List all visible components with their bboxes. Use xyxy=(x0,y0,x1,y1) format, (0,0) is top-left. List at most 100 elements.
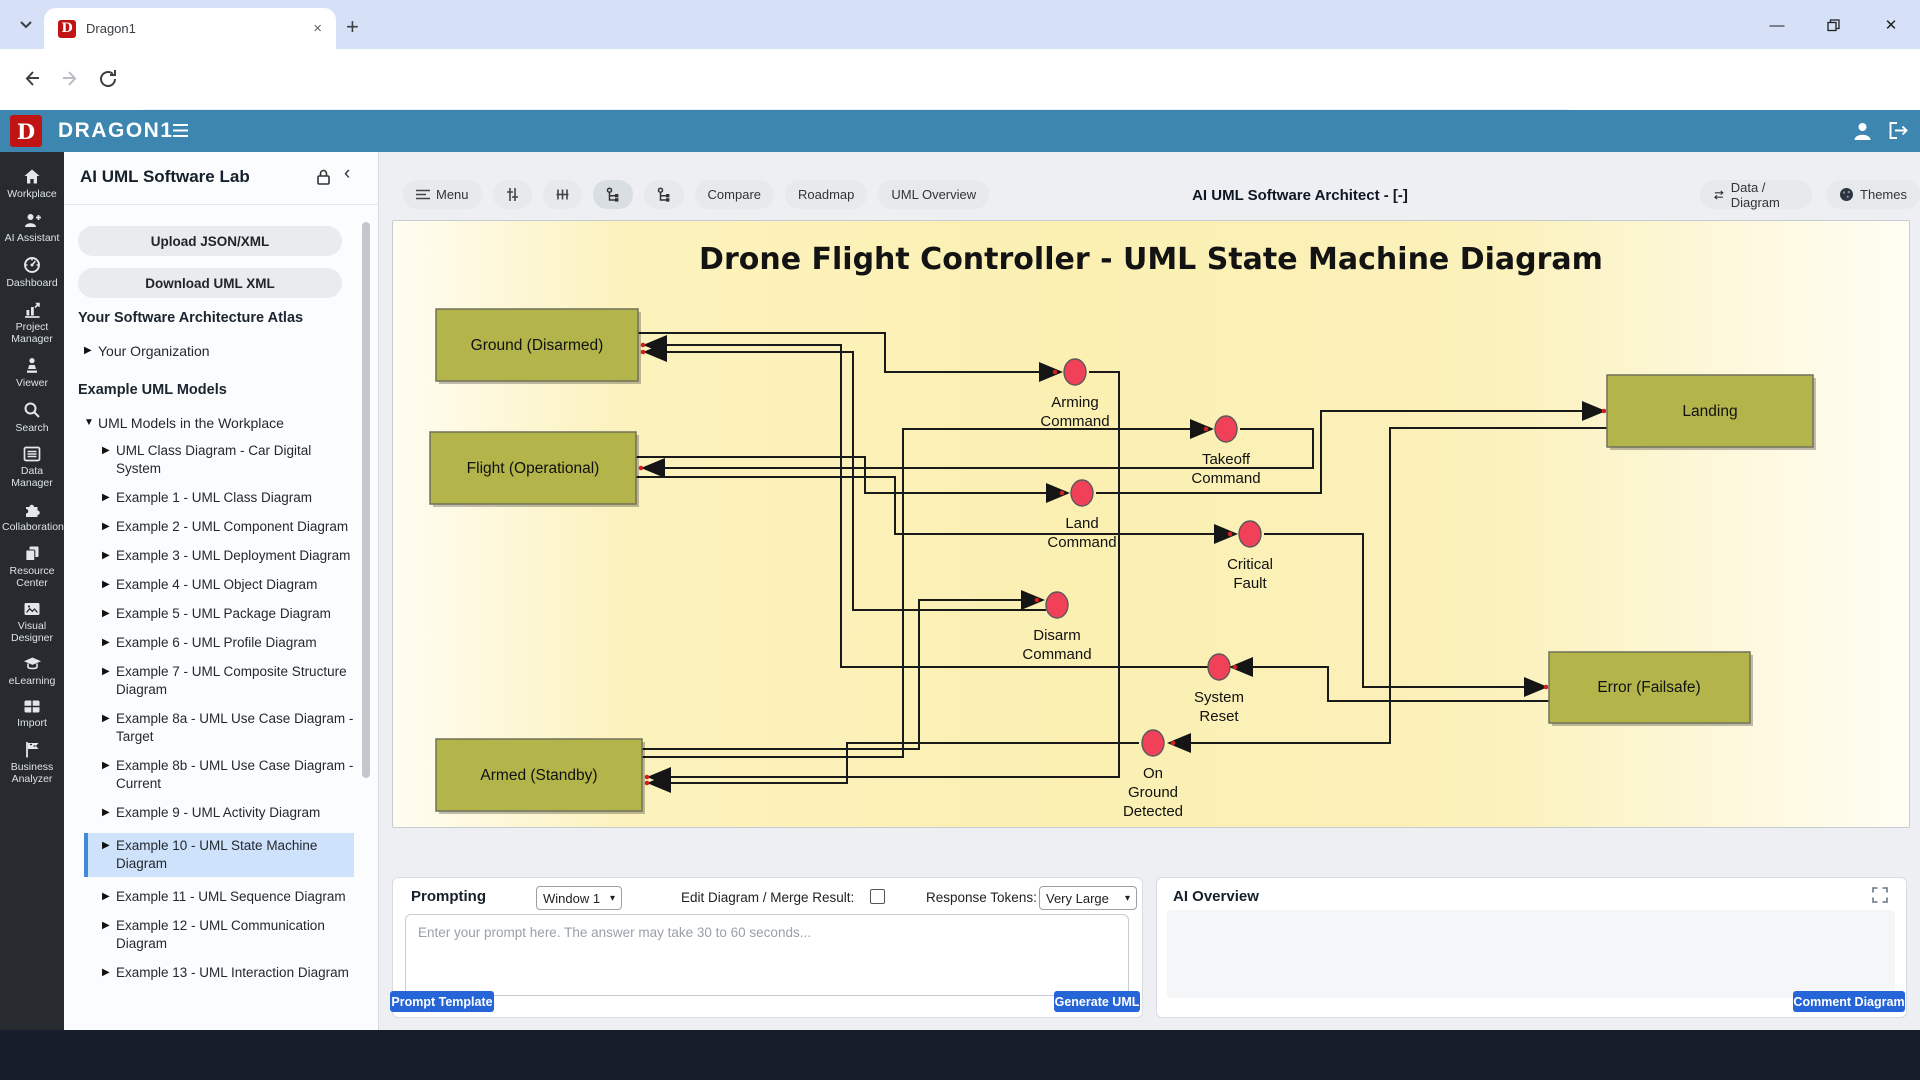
sidebar-item-viewer[interactable]: Viewer xyxy=(16,357,48,389)
expand-arrow-icon[interactable]: ▶ xyxy=(102,579,110,590)
compare-button[interactable]: Compare xyxy=(694,180,774,209)
diagram-canvas[interactable]: Drone Flight Controller - UML State Mach… xyxy=(392,220,1910,828)
comment-diagram-button[interactable]: Comment Diagram xyxy=(1793,991,1905,1012)
dragon1-logo[interactable]: D xyxy=(10,115,42,147)
data-diagram-button[interactable]: Data / Diagram xyxy=(1700,180,1813,210)
tab-close-icon[interactable]: × xyxy=(313,20,322,37)
menu-button[interactable]: Menu xyxy=(403,180,482,209)
tree-item[interactable]: ▶Example 11 - UML Sequence Diagram xyxy=(102,889,346,904)
expand-arrow-icon[interactable]: ▶ xyxy=(102,445,110,456)
event-takeoff-command[interactable] xyxy=(1214,415,1238,443)
download-uml-xml-button[interactable]: Download UML XML xyxy=(78,268,342,298)
expand-arrow-icon[interactable]: ▶ xyxy=(102,840,110,851)
sidebar-item-ai-assistant[interactable]: AI Assistant xyxy=(5,212,59,244)
expand-arrow-icon[interactable]: ▶ xyxy=(102,521,110,532)
dragon1-header: D DRAGON1 Upload Data in Viewer xyxy=(0,110,1920,256)
state-landing[interactable] xyxy=(1606,374,1814,448)
tree-layout-button[interactable] xyxy=(643,180,684,209)
panel-scrollbar[interactable] xyxy=(362,222,370,778)
generate-uml-button[interactable]: Generate UML xyxy=(1054,991,1140,1012)
forward-icon[interactable] xyxy=(58,67,82,96)
horizontal-sliders-button[interactable] xyxy=(542,180,582,209)
prompt-template-button[interactable]: Prompt Template xyxy=(390,991,494,1012)
expand-arrow-icon[interactable]: ▶ xyxy=(102,637,110,648)
tree-item[interactable]: ▶Example 8a - UML Use Case Diagram - Tar… xyxy=(102,711,354,744)
uml-overview-button[interactable]: UML Overview xyxy=(878,180,990,209)
edit-merge-checkbox[interactable] xyxy=(870,889,885,904)
event-system-reset[interactable] xyxy=(1207,653,1231,681)
vertical-sliders-button[interactable] xyxy=(492,180,532,209)
reload-icon[interactable] xyxy=(96,67,120,96)
tree-item-selected[interactable]: ▶Example 10 - UML State Machine Diagram xyxy=(84,833,354,877)
back-icon[interactable] xyxy=(20,67,44,96)
sidebar-item-project-manager[interactable]: Project Manager xyxy=(2,301,62,345)
logout-icon[interactable] xyxy=(1888,121,1909,145)
new-tab-button[interactable]: + xyxy=(346,14,359,39)
lock-icon[interactable] xyxy=(316,169,331,190)
state-flight-operational[interactable] xyxy=(429,431,637,505)
expand-arrow-icon[interactable]: ▶ xyxy=(102,967,110,978)
expand-arrow-icon[interactable]: ▶ xyxy=(102,807,110,818)
browser-tab[interactable]: D Dragon1 × xyxy=(44,8,336,49)
tree-item-your-organization[interactable]: ▶ Your Organization xyxy=(84,343,210,359)
sidebar-item-data-manager[interactable]: Data Manager xyxy=(2,446,62,489)
expand-arrow-icon[interactable]: ▶ xyxy=(102,608,110,619)
event-arming-command[interactable] xyxy=(1063,358,1087,386)
tree-item[interactable]: ▶Example 4 - UML Object Diagram xyxy=(102,577,318,592)
sidebar-item-workplace[interactable]: Workplace xyxy=(7,168,57,200)
themes-button[interactable]: Themes xyxy=(1826,180,1920,209)
event-critical-fault[interactable] xyxy=(1238,520,1262,548)
state-error-failsafe[interactable] xyxy=(1548,651,1751,724)
expand-arrow-icon[interactable]: ▶ xyxy=(84,345,92,356)
roadmap-button[interactable]: Roadmap xyxy=(785,180,868,209)
expand-icon[interactable] xyxy=(1871,886,1889,909)
state-armed-standby[interactable] xyxy=(435,738,643,812)
expand-arrow-icon[interactable]: ▶ xyxy=(102,920,110,931)
hamburger-menu-icon[interactable] xyxy=(172,123,189,143)
sidebar-item-collaboration[interactable]: Collaboration xyxy=(2,501,64,533)
tree-item[interactable]: ▶Example 13 - UML Interaction Diagram xyxy=(102,965,349,980)
window-restore-button[interactable] xyxy=(1818,12,1848,38)
state-ground-disarmed[interactable] xyxy=(435,308,639,382)
tree-item[interactable]: ▶Example 8b - UML Use Case Diagram - Cur… xyxy=(102,758,354,791)
window-minimize-button[interactable]: — xyxy=(1769,16,1785,34)
response-tokens-select[interactable]: Very Large▾ xyxy=(1039,886,1137,910)
tree-item[interactable]: ▶Example 2 - UML Component Diagram xyxy=(102,519,349,534)
tree-item[interactable]: ▶Example 3 - UML Deployment Diagram xyxy=(102,548,351,563)
expand-arrow-icon[interactable]: ▶ xyxy=(102,666,110,677)
tree-item[interactable]: ▶UML Class Diagram - Car Digital System xyxy=(102,443,312,476)
tree-item[interactable]: ▶Example 6 - UML Profile Diagram xyxy=(102,635,317,650)
prompt-textarea[interactable] xyxy=(405,914,1129,996)
expand-arrow-icon[interactable]: ▶ xyxy=(102,550,110,561)
expand-arrow-icon[interactable]: ▶ xyxy=(102,891,110,902)
sidebar-item-resource-center[interactable]: Resource Center xyxy=(2,545,62,589)
collapse-arrow-icon[interactable]: ▼ xyxy=(84,417,94,428)
event-disarm-command[interactable] xyxy=(1045,591,1069,619)
sidebar-item-dashboard[interactable]: Dashboard xyxy=(6,256,58,289)
expand-arrow-icon[interactable]: ▶ xyxy=(102,713,110,724)
sidebar-item-elearning[interactable]: eLearning xyxy=(9,656,55,687)
sidebar-item-search[interactable]: Search xyxy=(15,401,49,434)
sidebar-item-visual-designer[interactable]: Visual Designer xyxy=(2,601,62,644)
user-icon[interactable] xyxy=(1852,120,1873,146)
expand-arrow-icon[interactable]: ▶ xyxy=(102,760,110,771)
tree-item[interactable]: ▶Example 12 - UML Communication Diagram xyxy=(102,918,325,951)
tree-item[interactable]: ▶Example 9 - UML Activity Diagram xyxy=(102,805,321,820)
state-nodes[interactable]: Ground (Disarmed) Flight (Operational) A… xyxy=(429,308,1816,814)
sidebar-item-business-analyzer[interactable]: Business Analyzer xyxy=(2,741,62,785)
collapse-panel-icon[interactable]: ‹ xyxy=(344,163,351,184)
tree-item[interactable]: ▶Example 7 - UML Composite Structure Dia… xyxy=(102,664,347,697)
expand-arrow-icon[interactable]: ▶ xyxy=(102,492,110,503)
tree-node-uml-models[interactable]: ▼ UML Models in the Workplace xyxy=(84,415,284,431)
window-close-button[interactable]: ✕ xyxy=(1884,17,1898,34)
event-on-ground-detected[interactable] xyxy=(1141,729,1165,757)
tree-item[interactable]: ▶Example 5 - UML Package Diagram xyxy=(102,606,331,621)
window-select[interactable]: Window 1▾ xyxy=(536,886,622,910)
tab-search-chevron-icon[interactable] xyxy=(16,14,36,39)
event-land-command[interactable] xyxy=(1070,479,1094,507)
sidebar-item-import[interactable]: Import xyxy=(17,699,47,729)
upload-json-xml-button[interactable]: Upload JSON/XML xyxy=(78,226,342,256)
tree-item[interactable]: ▶Example 1 - UML Class Diagram xyxy=(102,490,313,505)
tree-layout-button-selected[interactable] xyxy=(592,180,633,209)
event-nodes[interactable]: Arming Command Takeoff Command Land Comm… xyxy=(1022,358,1273,820)
